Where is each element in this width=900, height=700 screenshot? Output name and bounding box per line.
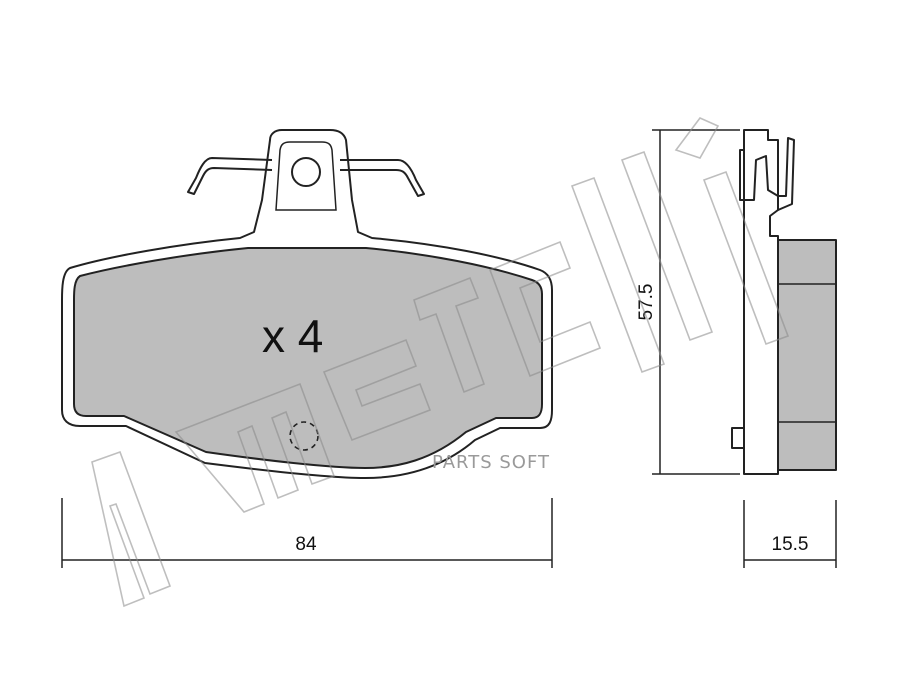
dimension-width: 84 bbox=[61, 498, 553, 568]
retaining-spring-left bbox=[187, 157, 273, 195]
dimension-width-label: 84 bbox=[295, 534, 317, 555]
dimension-height-label: 57.5 bbox=[636, 284, 657, 321]
dimension-thickness: 15.5 bbox=[743, 500, 837, 568]
side-backing-plate bbox=[743, 129, 779, 475]
wear-indicator-icon bbox=[289, 421, 319, 451]
pad-side-view bbox=[731, 129, 837, 475]
backing-plate bbox=[61, 129, 553, 479]
dimension-height: 57.5 bbox=[636, 129, 740, 475]
side-friction-block bbox=[777, 239, 837, 471]
friction-material bbox=[73, 247, 543, 469]
dimension-thickness-label: 15.5 bbox=[772, 534, 809, 555]
quantity-label: x 4 bbox=[262, 310, 323, 362]
brand-watermark bbox=[91, 117, 790, 608]
mounting-tab bbox=[275, 141, 337, 211]
side-wear-sensor-lug bbox=[731, 427, 745, 449]
side-spring-clip bbox=[739, 137, 795, 211]
pad-front-view: x 4 bbox=[61, 129, 553, 479]
retaining-spring-right bbox=[340, 159, 425, 197]
watermark-overlay-text: PARTS SOFT bbox=[432, 452, 550, 473]
mounting-hole bbox=[291, 157, 321, 187]
